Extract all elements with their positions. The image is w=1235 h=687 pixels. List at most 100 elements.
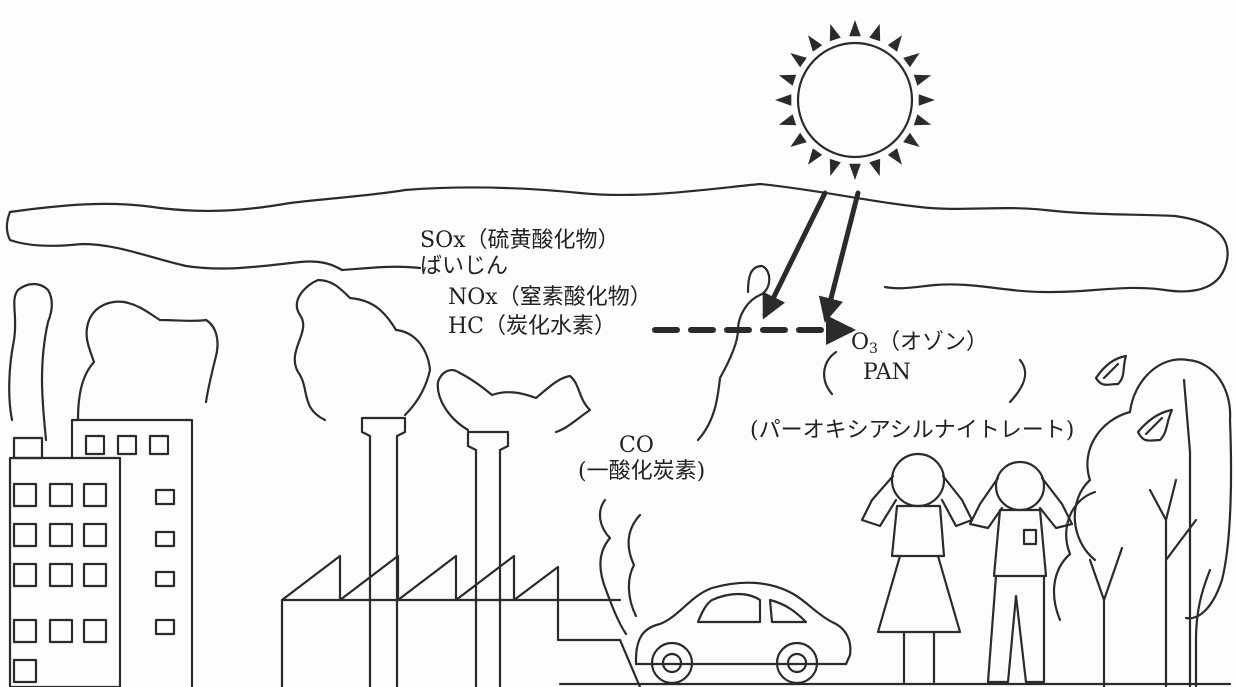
smokestack-2: [466, 430, 510, 687]
woman-head: [890, 452, 946, 508]
label-ozone-name: （オゾン）: [877, 330, 988, 355]
sun-ray: [849, 20, 861, 37]
building-window: [12, 482, 38, 508]
car-body: [634, 581, 852, 666]
smoke-plume-2: [436, 369, 592, 434]
label-ozone: O3（オゾン）: [851, 330, 988, 362]
sun-ray: [913, 74, 932, 86]
building-window: [48, 618, 74, 644]
sun: [775, 20, 935, 180]
smoke-left-2: [76, 300, 219, 422]
trees: [1053, 354, 1233, 687]
building-window: [82, 482, 108, 508]
sun-ray: [790, 53, 807, 68]
sun-ray: [808, 148, 823, 165]
sun-ray: [903, 53, 920, 68]
building-window: [48, 562, 74, 588]
sun-ray: [778, 74, 797, 86]
co-wisp-2: [627, 513, 642, 618]
label-sox: SOx（硫黄酸化物）: [420, 228, 620, 253]
building-window: [154, 530, 176, 548]
woman-legs: [902, 630, 936, 684]
car-window: [696, 592, 762, 624]
smog-cloud-outline: [823, 350, 1027, 404]
sun-ray: [849, 163, 861, 180]
sun-disc: [796, 41, 914, 159]
building-back: [70, 418, 194, 687]
label-ozone-subscript: 3: [869, 341, 878, 357]
building-window: [12, 562, 38, 588]
building-window: [154, 570, 176, 588]
man-badge: [1022, 528, 1038, 546]
label-pan-full: (パーオキシアシルナイトレート): [750, 418, 1075, 443]
label-co-full: (一酸化炭素): [578, 459, 706, 484]
building-window: [154, 618, 176, 636]
car-window-rear: [768, 598, 808, 624]
tree-trunk-slim: [1194, 568, 1212, 687]
chimney-top-left: [12, 436, 44, 460]
label-hc: HC（炭化水素）: [448, 314, 617, 339]
building-window: [48, 482, 74, 508]
tree-trunk-right: [1148, 378, 1198, 687]
car-exhaust-wisp: [696, 264, 771, 442]
building-window: [48, 522, 74, 548]
building-window: [12, 618, 38, 644]
building-window: [12, 522, 38, 548]
label-dust: ばいじん: [420, 254, 509, 279]
building-window: [148, 434, 170, 456]
car-wheel-front-hub: [661, 652, 683, 674]
sun-ray: [869, 23, 881, 42]
car-wheel-rear-hub: [786, 652, 808, 674]
falling-leaf-2: [1136, 408, 1174, 442]
label-ozone-symbol: O: [851, 330, 870, 355]
smoke-left-1: [8, 282, 53, 442]
sun-ray: [887, 148, 902, 165]
man-head: [994, 460, 1046, 512]
sun-ray: [913, 114, 932, 126]
tree-canopy-right: [1073, 358, 1233, 620]
factory-body: [280, 554, 642, 687]
co-wisp: [598, 498, 628, 636]
building-window: [116, 434, 138, 456]
tree-canopy-middle: [1053, 490, 1097, 622]
car: [634, 581, 852, 685]
building-window: [154, 488, 176, 506]
person-woman: [860, 452, 974, 684]
man-legs: [986, 574, 1046, 684]
building-window: [82, 522, 108, 548]
sun-ray: [829, 158, 841, 177]
building-window: [82, 562, 108, 588]
sun-ray: [829, 23, 841, 42]
sun-ray: [775, 94, 792, 106]
sun-ray: [918, 94, 935, 106]
sun-ray: [887, 35, 902, 52]
building-window: [84, 434, 106, 456]
sun-ray: [903, 132, 920, 147]
sun-ray: [778, 114, 797, 126]
sunlight-arrow-1: [762, 190, 828, 320]
label-pan: PAN: [863, 360, 911, 385]
building-window: [12, 658, 38, 684]
building-windows: [12, 434, 176, 684]
building-front: [8, 456, 122, 687]
smokestack-1: [360, 416, 407, 687]
person-man: [968, 460, 1074, 684]
cloud-ridge: [340, 265, 422, 272]
sun-ray: [869, 158, 881, 177]
sun-ray: [790, 132, 807, 147]
label-co: CO: [619, 433, 654, 458]
sun-rays: [775, 20, 935, 180]
sun-ray: [808, 35, 823, 52]
cloud-left-edge: [5, 210, 344, 272]
tree-trunk-middle: [1088, 546, 1124, 687]
man-torso: [992, 508, 1048, 578]
falling-leaf-1: [1094, 354, 1128, 386]
label-nox: NOx（窒素酸化物）: [448, 285, 652, 310]
man-arms: [968, 476, 1074, 530]
smog-cloud-band: [8, 182, 1229, 294]
sunlight-arrow-2: [818, 190, 861, 323]
building-window: [82, 618, 108, 644]
woman-dress: [876, 504, 962, 634]
